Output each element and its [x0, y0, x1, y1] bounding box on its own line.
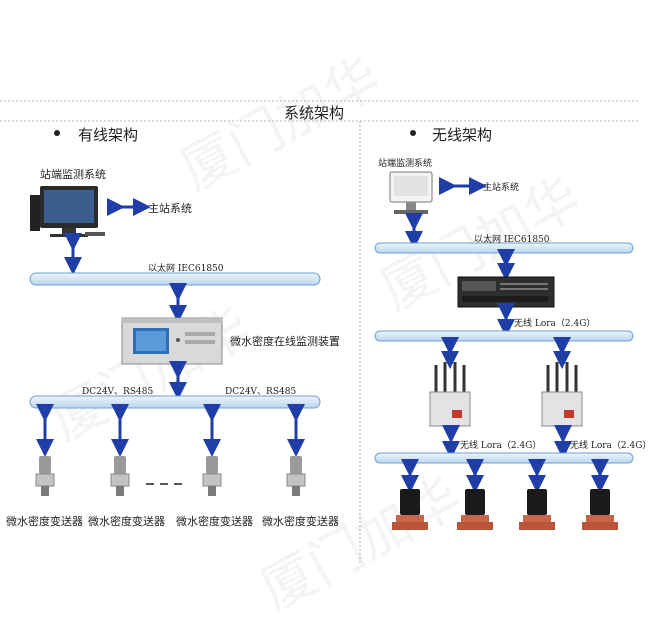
- wireless-lora-label-3: 无线 Lora（2.4G）: [570, 441, 651, 451]
- desktop-computer-icon: [389, 171, 433, 214]
- transmitter-icon: [202, 456, 222, 496]
- wireless-ethernet-label: 以太网 IEC61850: [474, 235, 550, 245]
- wireless-bus-lower: [374, 452, 634, 464]
- wired-station-system-label: 站端监测系统: [40, 168, 106, 181]
- transmitter-label-1: 微水密度变送器: [6, 515, 83, 528]
- wireless-station-system-label: 站端监测系统: [378, 159, 433, 169]
- wireless-sensor-icon: [392, 489, 428, 530]
- wireless-heading: 无线架构: [432, 126, 493, 144]
- wireless-master-system-label: 主站系统: [483, 183, 520, 193]
- bus-label-right: DC24V、RS485: [225, 387, 297, 397]
- transmitter-label-2: 微水密度变送器: [88, 515, 165, 528]
- page-title: 系统架构: [284, 104, 345, 122]
- wired-heading: 有线架构: [78, 126, 139, 144]
- transmitter-label-4: 微水密度变送器: [262, 515, 339, 528]
- transmitter-icon: [35, 456, 55, 496]
- wireless-lora-label-1: 无线 Lora（2.4G）: [514, 319, 596, 329]
- rack-server-icon: [457, 276, 555, 308]
- wireless-lora-label-2: 无线 Lora（2.4G）: [460, 441, 542, 451]
- transmitter-icon: [286, 456, 306, 496]
- wired-ethernet-label: 以太网 IEC61850: [148, 264, 224, 274]
- rs485-bus-wired: [29, 395, 321, 409]
- transmitter-label-3: 微水密度变送器: [176, 515, 253, 528]
- wireless-router-icon: [429, 362, 471, 427]
- wired-master-system-label: 主站系统: [148, 202, 192, 215]
- bus-label-left: DC24V、RS485: [82, 387, 154, 397]
- wireless-sensor-icon: [457, 489, 493, 530]
- bullet-wireless: [410, 130, 416, 136]
- wireless-sensor-icon: [582, 489, 618, 530]
- wireless-router-icon: [541, 362, 583, 427]
- monitoring-device-icon: [121, 317, 223, 365]
- ethernet-bus-wired: [29, 272, 321, 286]
- monitoring-device-label: 微水密度在线监测装置: [230, 335, 340, 348]
- transmitter-icon: [110, 456, 130, 496]
- wireless-bus-upper: [374, 330, 634, 342]
- bullet-wired: [54, 130, 60, 136]
- desktop-computer-icon: [30, 186, 105, 237]
- wireless-sensor-icon: [519, 489, 555, 530]
